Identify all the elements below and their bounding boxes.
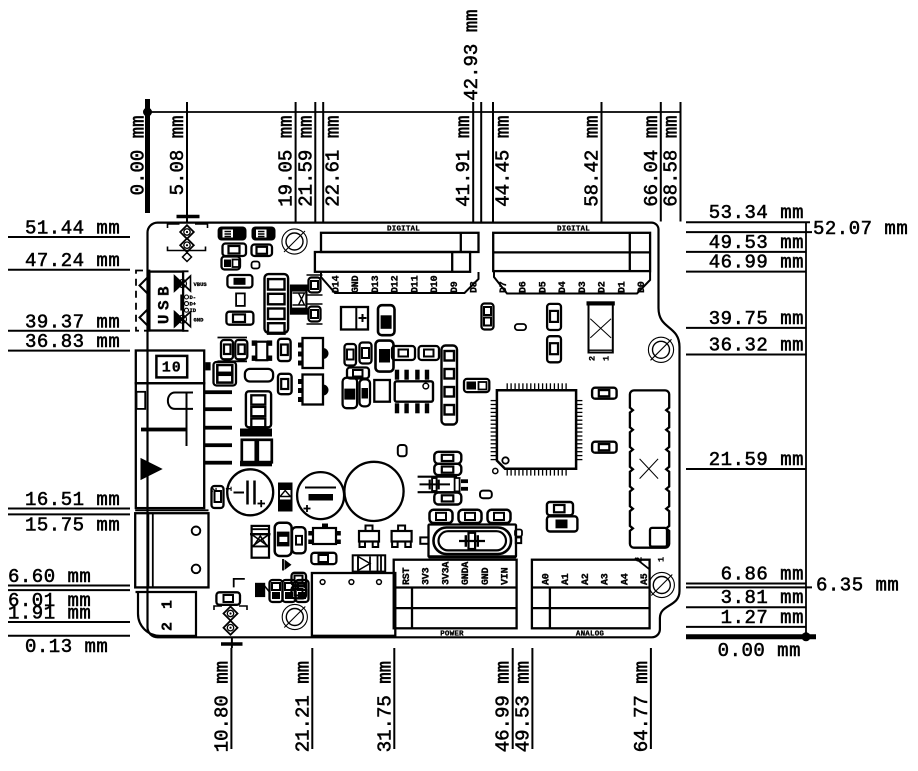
svg-text:21.59 mm: 21.59 mm — [709, 449, 804, 471]
svg-text:49.53 mm: 49.53 mm — [709, 232, 804, 254]
svg-text:2: 2 — [211, 487, 220, 492]
svg-text:GNDA: GNDA — [461, 562, 472, 585]
svg-text:2: 2 — [635, 557, 645, 562]
svg-text:D10: D10 — [430, 275, 441, 293]
svg-text:USB: USB — [156, 282, 174, 324]
svg-text:ANALOG: ANALOG — [576, 631, 605, 639]
svg-text:GND: GND — [351, 275, 362, 293]
svg-text:D5: D5 — [539, 281, 550, 293]
svg-text:D0: D0 — [637, 281, 648, 293]
svg-text:3V3A: 3V3A — [442, 562, 453, 585]
svg-text:A5: A5 — [640, 573, 651, 585]
svg-text:10.80 mm: 10.80 mm — [211, 661, 233, 752]
svg-text:36.83 mm: 36.83 mm — [25, 331, 120, 353]
svg-text:RST: RST — [402, 567, 413, 585]
svg-text:A4: A4 — [620, 573, 631, 585]
svg-text:16.51 mm: 16.51 mm — [25, 489, 120, 511]
svg-text:1: 1 — [602, 356, 612, 361]
svg-text:51.44 mm: 51.44 mm — [25, 218, 120, 240]
svg-text:5.08 mm: 5.08 mm — [167, 116, 189, 196]
svg-text:A3: A3 — [601, 573, 612, 585]
svg-text:3.81 mm: 3.81 mm — [721, 587, 804, 609]
svg-text:GND: GND — [481, 567, 492, 585]
svg-text:19.05 mm: 19.05 mm — [276, 116, 298, 207]
svg-text:36.32 mm: 36.32 mm — [709, 335, 804, 357]
svg-text:VBUS: VBUS — [194, 281, 208, 288]
svg-text:15.75 mm: 15.75 mm — [25, 514, 120, 536]
svg-text:10: 10 — [162, 360, 182, 377]
svg-text:6.60 mm: 6.60 mm — [8, 566, 91, 588]
svg-text:2: 2 — [588, 356, 598, 361]
svg-text:D9: D9 — [450, 281, 461, 293]
svg-text:DIGITAL: DIGITAL — [387, 226, 420, 234]
svg-text:47.24 mm: 47.24 mm — [25, 250, 120, 272]
svg-text:D2: D2 — [598, 281, 609, 293]
svg-text:21.21 mm: 21.21 mm — [292, 661, 314, 752]
svg-text:44.45 mm: 44.45 mm — [493, 116, 515, 207]
svg-text:1: 1 — [657, 557, 667, 562]
svg-text:52.07 mm: 52.07 mm — [813, 218, 908, 240]
svg-text:0.13 mm: 0.13 mm — [25, 636, 108, 658]
svg-text:D-: D- — [190, 294, 197, 301]
svg-text:ID: ID — [190, 307, 197, 314]
svg-text:D6: D6 — [519, 281, 530, 293]
svg-text:VIN: VIN — [501, 567, 512, 585]
svg-text:A1: A1 — [561, 573, 572, 585]
svg-text:46.99 mm: 46.99 mm — [493, 661, 515, 752]
svg-text:D13: D13 — [371, 275, 382, 293]
svg-text:68.58 mm: 68.58 mm — [661, 116, 683, 207]
svg-text:49.53 mm: 49.53 mm — [512, 661, 534, 752]
svg-text:D+: D+ — [190, 301, 197, 308]
svg-text:21.59 mm: 21.59 mm — [295, 116, 317, 207]
svg-text:1.27 mm: 1.27 mm — [721, 607, 804, 629]
svg-text:46.99 mm: 46.99 mm — [709, 252, 804, 274]
svg-text:D4: D4 — [558, 281, 569, 293]
svg-text:1: 1 — [226, 486, 235, 491]
svg-text:GND: GND — [194, 317, 205, 324]
svg-text:0.00 mm: 0.00 mm — [718, 640, 801, 662]
svg-text:POWER: POWER — [440, 631, 464, 639]
svg-text:2 1: 2 1 — [160, 598, 177, 631]
svg-text:66.04 mm: 66.04 mm — [641, 116, 663, 207]
svg-text:6.86 mm: 6.86 mm — [721, 564, 804, 586]
svg-text:3V3: 3V3 — [422, 567, 433, 585]
svg-text:39.75 mm: 39.75 mm — [709, 308, 804, 330]
svg-text:D1: D1 — [617, 281, 628, 293]
svg-text:D12: D12 — [391, 275, 402, 293]
svg-text:58.42 mm: 58.42 mm — [582, 116, 604, 207]
svg-text:6.01 mm: 6.01 mm — [8, 590, 91, 612]
svg-text:D11: D11 — [410, 275, 421, 293]
svg-text:31.75 mm: 31.75 mm — [374, 661, 396, 752]
svg-text:DIGITAL: DIGITAL — [557, 226, 590, 234]
svg-text:64.77 mm: 64.77 mm — [631, 661, 653, 752]
svg-text:A2: A2 — [581, 573, 592, 585]
svg-text:D3: D3 — [578, 281, 589, 293]
svg-text:42.93 mm: 42.93 mm — [461, 10, 483, 101]
svg-text:1.91 mm: 1.91 mm — [8, 603, 91, 625]
svg-text:A0: A0 — [541, 573, 552, 585]
svg-text:D7: D7 — [499, 281, 510, 293]
svg-text:39.37 mm: 39.37 mm — [25, 311, 120, 333]
svg-text:22.61 mm: 22.61 mm — [323, 116, 345, 207]
svg-text:D14: D14 — [331, 275, 342, 293]
svg-text:53.34 mm: 53.34 mm — [709, 202, 804, 224]
svg-text:0.00 mm: 0.00 mm — [128, 116, 150, 196]
svg-text:6.35 mm: 6.35 mm — [816, 574, 899, 596]
svg-text:D8: D8 — [470, 281, 481, 293]
svg-text:41.91 mm: 41.91 mm — [453, 116, 475, 207]
